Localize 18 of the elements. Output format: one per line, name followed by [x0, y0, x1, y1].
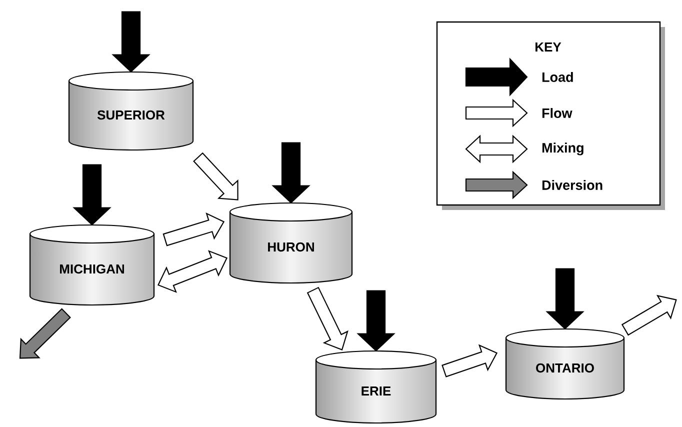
- block-arrow: [19, 308, 71, 359]
- legend-label: Flow: [542, 108, 572, 118]
- lake-cylinder: HURON: [229, 202, 353, 284]
- block-arrow: [356, 290, 396, 352]
- block-arrow: [72, 164, 112, 226]
- block-arrow: [442, 344, 498, 378]
- legend-label: Mixing: [542, 142, 584, 156]
- lake-cylinder: ERIE: [315, 350, 437, 424]
- block-arrow: [162, 212, 225, 246]
- lake-cylinder: MICHIGAN: [29, 224, 155, 306]
- lake-cylinder: SUPERIOR: [68, 71, 194, 151]
- block-arrow: [546, 268, 584, 330]
- lake-cylinder: ONTARIO: [505, 328, 625, 400]
- block-arrow: [112, 11, 150, 73]
- block-arrow: [272, 142, 310, 204]
- legend-label: Load: [542, 72, 573, 82]
- legend-title: KEY: [536, 42, 562, 52]
- legend-label: Diversion: [542, 180, 602, 190]
